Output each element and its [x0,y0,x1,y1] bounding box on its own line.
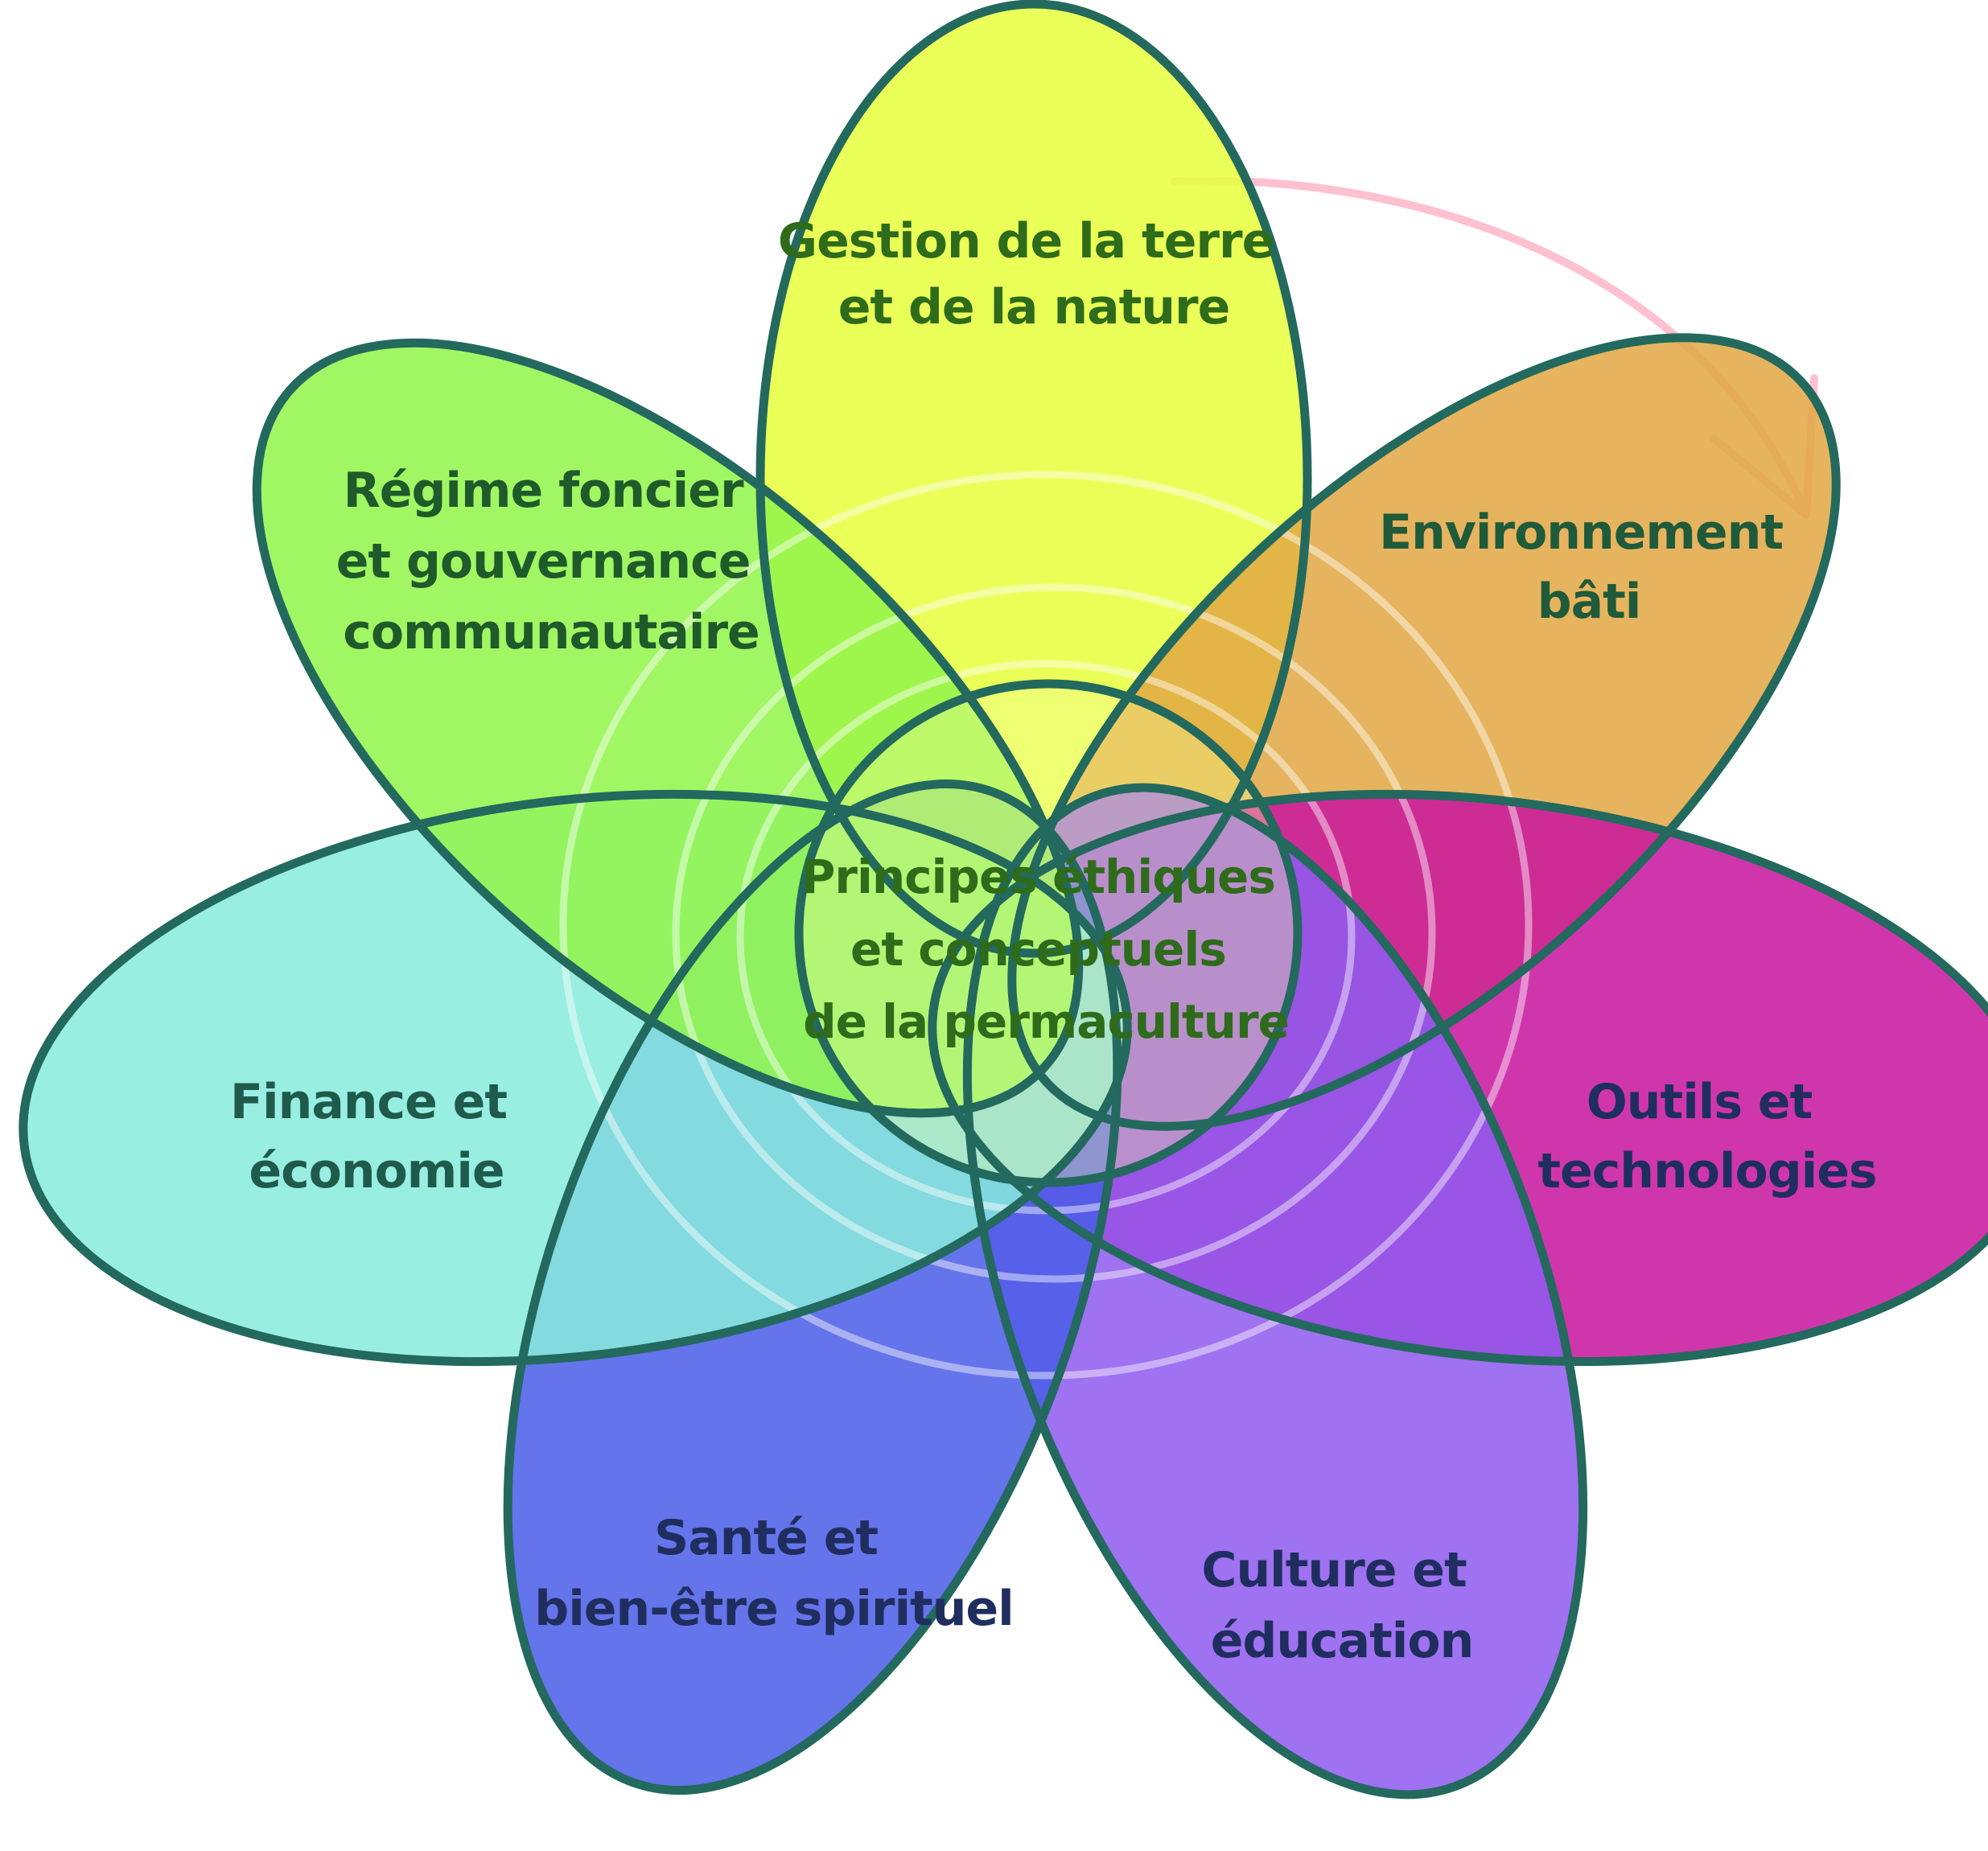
center-fill [799,684,1298,1183]
petal-outline-tools [928,789,1988,1367]
petal-label-built: Environnement bâti [1379,504,1799,630]
petal-label-land: Gestion de la terre et de la nature [778,213,1290,335]
petal-outline-culture [962,783,1588,1800]
center-circle-outline [794,679,1303,1187]
petal-label-culture: Culture et éducation [1201,1542,1482,1669]
petal-label-health: Santé et bien-être spirituel [534,1510,1013,1637]
petal-outline-tenure [252,338,1084,1118]
petal-label-tenure: Régime foncier et gouvernance communauta… [336,463,767,660]
petal-fills [23,4,1988,1795]
petal-outline-finance [19,789,1132,1367]
center-label: Principes éthiques et conceptuels de la … [801,849,1290,1049]
spiral-ring-1 [672,583,1436,1283]
petal-label-finance: Finance et économie [230,1074,523,1199]
petal-outline-built [1007,333,1841,1131]
petal-outline-land [755,0,1312,958]
petal-label-tools: Outils et technologies [1537,1074,1876,1199]
petal-outlines [19,0,1988,1800]
petal-outline-health [503,779,1122,1795]
center-circle [799,684,1298,1183]
spiral-ring-0 [559,471,1533,1380]
petal-tenure [257,343,1079,1113]
